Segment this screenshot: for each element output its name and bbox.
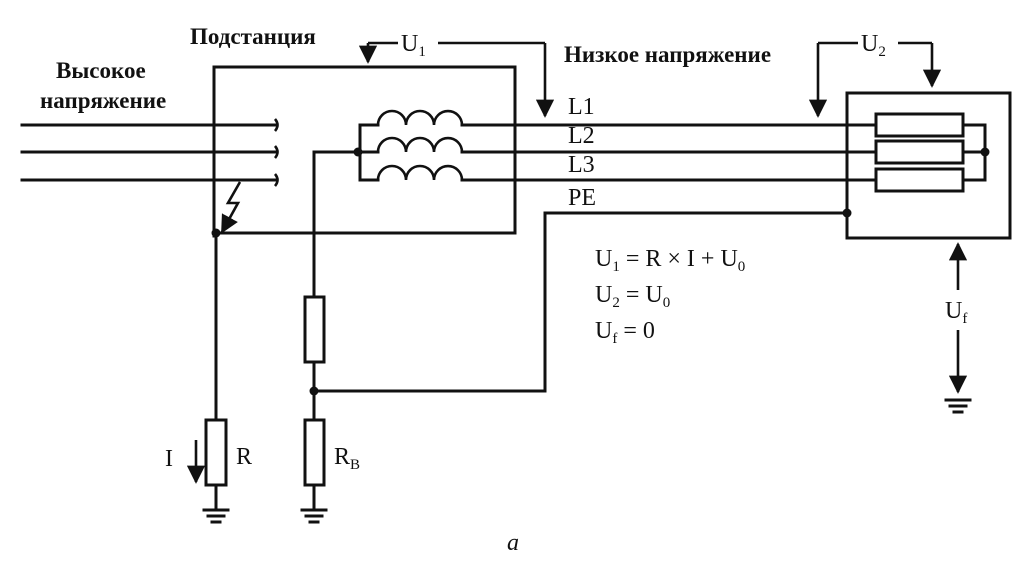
u2-voltage-arrow <box>808 41 942 118</box>
u1-voltage-arrow <box>358 41 555 118</box>
substation-earth-path <box>211 228 221 422</box>
u2-label: U2 <box>861 31 886 60</box>
low-voltage-label: Низкое напряжение <box>564 42 771 67</box>
neutral-resistor-upper <box>303 295 326 364</box>
load-enclosure <box>845 91 1012 240</box>
ground-symbol-r <box>202 508 230 524</box>
transformer-windings <box>353 109 464 182</box>
r-label: R <box>236 444 252 470</box>
pe-load-junction <box>842 208 852 218</box>
high-voltage-label-line1: Высокое <box>56 58 146 83</box>
pe-conductor <box>309 211 849 396</box>
rb-label: RB <box>334 444 360 473</box>
equations: U1 = R × I + U0 U2 = U0 Uf = 0 <box>595 246 745 347</box>
substation-label: Подстанция <box>190 24 316 49</box>
l1-label: L1 <box>568 94 595 120</box>
uf-label: Uf <box>945 298 967 327</box>
equation-u1: U1 = R × I + U0 <box>595 246 745 275</box>
u1-label: U1 <box>401 31 426 60</box>
l3-label: L3 <box>568 152 595 178</box>
phase-lines <box>460 123 878 182</box>
ground-symbol-rb <box>300 508 328 524</box>
pe-label: PE <box>568 185 596 211</box>
substation-enclosure <box>212 65 517 238</box>
high-voltage-label-line2: напряжение <box>40 88 166 113</box>
rb-resistor <box>303 418 326 487</box>
equation-uf: Uf = 0 <box>595 318 655 347</box>
equation-u2: U2 = U0 <box>595 282 670 311</box>
l2-label: L2 <box>568 123 595 149</box>
neutral-conductor <box>312 150 360 299</box>
ground-symbol-load <box>944 398 972 414</box>
r-resistor <box>204 418 228 487</box>
high-voltage-lines <box>20 118 279 187</box>
load-resistors <box>874 112 990 193</box>
fault-flash-icon <box>220 181 242 234</box>
figure-caption: a <box>507 530 519 556</box>
current-label: I <box>165 446 173 472</box>
